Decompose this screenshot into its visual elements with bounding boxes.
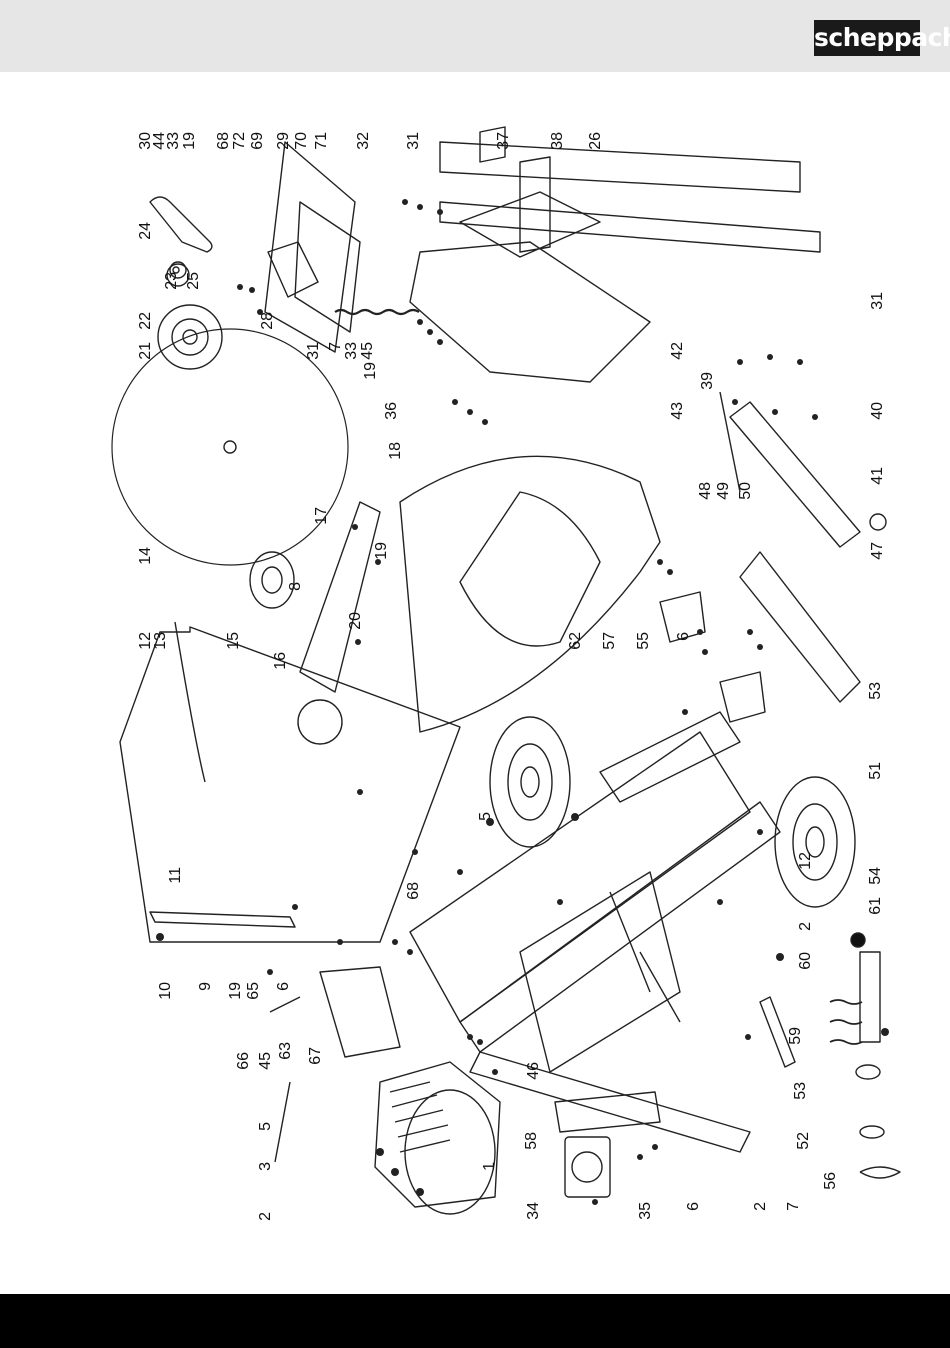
part-callout: 9 [197, 982, 214, 991]
part-callout: 5 [257, 1122, 274, 1131]
part-callout: 6 [685, 1202, 702, 1211]
part-callout: 33 [165, 132, 182, 150]
part-callout: 48 [697, 482, 714, 500]
part-callout: 39 [699, 372, 716, 390]
part-callout: 6 [275, 982, 292, 991]
part-callout: 26 [587, 132, 604, 150]
part-callout: 50 [737, 482, 754, 500]
part-callout: 68 [405, 882, 422, 900]
part-callout: 32 [355, 132, 372, 150]
part-callout: 28 [259, 312, 276, 330]
part-callout: 13 [152, 632, 169, 650]
part-callout: 49 [715, 482, 732, 500]
part-callout: 21 [137, 342, 154, 360]
part-callout: 24 [137, 222, 154, 240]
part-callout: 2 [257, 1212, 274, 1221]
brand-logo: scheppach [814, 20, 920, 56]
part-callout: 67 [307, 1047, 324, 1065]
part-callout: 7 [327, 342, 344, 351]
part-callout: 3 [257, 1162, 274, 1171]
part-callout: 57 [601, 632, 618, 650]
part-callout: 17 [313, 507, 330, 525]
part-callout: 29 [275, 132, 292, 150]
part-callout: 42 [669, 342, 686, 360]
part-callout: 46 [525, 1062, 542, 1080]
part-callout: 2 [797, 922, 814, 931]
part-callout: 16 [272, 652, 289, 670]
part-callout: 34 [525, 1202, 542, 1220]
part-callout: 58 [523, 1132, 540, 1150]
part-callout: 25 [185, 272, 202, 290]
part-callout: 2 [752, 1202, 769, 1211]
part-callout: 18 [387, 442, 404, 460]
part-callout: 63 [277, 1042, 294, 1060]
part-callout: 53 [867, 682, 884, 700]
part-callout: 20 [347, 612, 364, 630]
part-callout: 53 [792, 1082, 809, 1100]
part-callout: 71 [313, 132, 330, 150]
part-callout: 47 [869, 542, 886, 560]
part-callout: 45 [257, 1052, 274, 1070]
part-callout: 59 [787, 1027, 804, 1045]
part-callout: 36 [383, 402, 400, 420]
part-callout: 54 [867, 867, 884, 885]
part-callout: 72 [231, 132, 248, 150]
part-callout: 35 [637, 1202, 654, 1220]
part-callout: 15 [225, 632, 242, 650]
part-callout: 52 [795, 1132, 812, 1150]
part-callout: 37 [495, 132, 512, 150]
part-callout: 31 [405, 132, 422, 150]
part-callout: 51 [867, 762, 884, 780]
part-callout: 6 [675, 632, 692, 641]
part-callout: 10 [157, 982, 174, 1000]
part-callout: 65 [245, 982, 262, 1000]
part-callout: 66 [235, 1052, 252, 1070]
part-callout: 40 [869, 402, 886, 420]
part-callout: 19 [227, 982, 244, 1000]
part-callout: 7 [785, 1202, 802, 1211]
part-callout: 11 [167, 867, 184, 884]
part-callout: 5 [477, 812, 494, 821]
part-callout: 38 [549, 132, 566, 150]
part-callout: 62 [567, 632, 584, 650]
part-callout: 19 [362, 362, 379, 380]
part-callout: 60 [797, 952, 814, 970]
part-callout: 45 [359, 342, 376, 360]
part-callout: 31 [305, 342, 322, 360]
part-callout: 23 [163, 272, 180, 290]
part-callout: 14 [137, 547, 154, 565]
part-callout: 31 [869, 292, 886, 310]
footer-bar [0, 1294, 950, 1348]
header-bar: scheppach [0, 0, 950, 72]
part-callout: 19 [373, 542, 390, 560]
part-callout: 56 [822, 1172, 839, 1190]
part-callout: 19 [181, 132, 198, 150]
part-callout: 68 [215, 132, 232, 150]
part-callout: 1 [481, 1162, 498, 1171]
part-callout: 12 [797, 852, 814, 870]
part-callout: 41 [869, 467, 886, 485]
part-callout: 33 [343, 342, 360, 360]
part-callout: 22 [137, 312, 154, 330]
part-callout: 8 [287, 582, 304, 591]
part-callout: 55 [635, 632, 652, 650]
part-callout: 70 [293, 132, 310, 150]
part-callout: 12 [137, 632, 154, 650]
part-callout: 43 [669, 402, 686, 420]
part-callout: 61 [867, 897, 884, 915]
part-callout: 69 [249, 132, 266, 150]
